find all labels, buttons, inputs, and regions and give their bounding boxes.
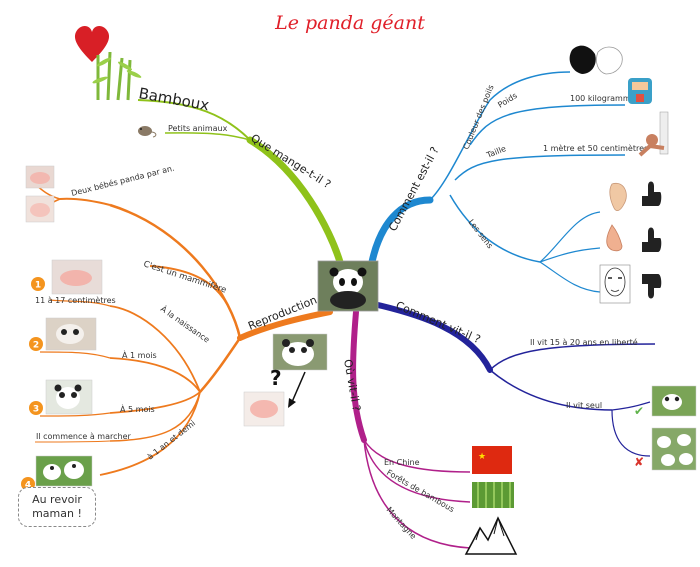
- china-flag-icon: ★: [472, 446, 512, 474]
- question-mark: ?: [270, 366, 282, 390]
- five-month-panda-photo: [45, 379, 93, 415]
- five-months-label: À 5 mois: [120, 403, 155, 414]
- birth-size-label: 11 à 17 centimètres: [35, 295, 116, 305]
- twin-baby-photo-2: [25, 195, 55, 223]
- weight-label: Poids: [496, 91, 518, 110]
- bamboo-forest-icon: [472, 482, 514, 508]
- newborn-panda-photo: [243, 391, 285, 427]
- starts-walking-label: Il commence à marcher: [36, 432, 132, 441]
- height-measure-icon: [638, 111, 669, 157]
- heart-bamboo-icon: [74, 26, 142, 101]
- mountain-label: Montagne: [385, 505, 418, 541]
- goodbye-speech-bubble: Au revoir maman !: [18, 487, 96, 527]
- step-badge-3: 3: [29, 401, 43, 415]
- fur-color-icon: [569, 45, 623, 75]
- single-panda-photo: [651, 385, 697, 417]
- small-animal-icon: [138, 126, 157, 138]
- twin-babies-label: Deux bébés panda par an.: [70, 163, 175, 198]
- small-animals-label: Petits animaux: [168, 124, 228, 133]
- branch-appearance: Comment est-il ? Couleur des poils Poids…: [368, 45, 669, 304]
- one-month-label: À 1 mois: [122, 349, 157, 360]
- mountain-icon: [464, 516, 518, 555]
- step-badge-2: 2: [29, 337, 43, 351]
- alone-label: Il vit seul: [566, 401, 602, 410]
- one-and-half-years-label: à 1 an et demi: [146, 419, 197, 462]
- svg-text:4: 4: [25, 481, 31, 491]
- mammal-label: C'est un mammifère: [142, 258, 228, 295]
- newborn-photo: [51, 259, 103, 295]
- thumbs-down-icon: [642, 274, 662, 299]
- bamboo-label: Bamboux: [137, 84, 210, 114]
- branch-habitat: Où vit-il ? En Chine Forêts de bambous M…: [341, 309, 518, 555]
- branch-life: Comment vit-il ? Il vit 15 à 20 ans en l…: [375, 299, 697, 471]
- branch-reproduction-label: Reproduction: [246, 293, 319, 332]
- arrow-icon: [288, 371, 306, 408]
- mother-panda-photo: [272, 333, 328, 371]
- china-label: En Chine: [384, 458, 420, 467]
- forests-label: Forêts de bambous: [385, 467, 456, 514]
- thumbs-up-icon-nose: [642, 227, 662, 252]
- svg-text:★: ★: [478, 452, 486, 462]
- senses-label: Les sens: [466, 218, 494, 251]
- step-badge-1: 1: [31, 277, 45, 291]
- height-label: Taille: [484, 144, 507, 160]
- map-title: Le panda géant: [274, 12, 425, 34]
- branch-reproduction: Reproduction Deux bébés panda par an. C'…: [21, 163, 333, 491]
- nose-icon: [606, 224, 623, 252]
- group-pandas-photo: [651, 427, 697, 471]
- cross-mark-icon: ✘: [634, 455, 644, 469]
- center-panda-photo: [317, 260, 379, 312]
- svg-text:2: 2: [33, 341, 39, 351]
- weight-value-label: 100 kilogrammes: [570, 94, 640, 103]
- lifespan-label: Il vit 15 à 20 ans en liberté: [530, 337, 638, 347]
- face-icon: [599, 264, 631, 304]
- branch-appearance-label: Comment est-il ?: [386, 145, 442, 234]
- svg-text:1: 1: [35, 281, 41, 291]
- svg-text:3: 3: [33, 405, 39, 415]
- ear-icon: [609, 182, 627, 212]
- branch-habitat-label: Où vit-il ?: [341, 358, 363, 412]
- branch-food-label: Que mange-t-il ?: [248, 132, 333, 192]
- thumbs-up-icon-ear: [636, 178, 662, 210]
- branch-life-label: Comment vit-il ?: [394, 299, 483, 346]
- grown-pandas-photo: [35, 455, 93, 487]
- height-value-label: 1 mètre et 50 centimètres: [543, 143, 648, 153]
- branch-food: Que mange-t-il ? Bamboux Petits animaux: [74, 26, 344, 266]
- fur-color-label: Couleur des poils: [462, 83, 496, 150]
- scale-icon: [628, 78, 652, 104]
- twin-baby-photo-1: [25, 165, 55, 189]
- one-month-panda-photo: [45, 317, 97, 351]
- check-mark-icon: ✔: [634, 404, 644, 418]
